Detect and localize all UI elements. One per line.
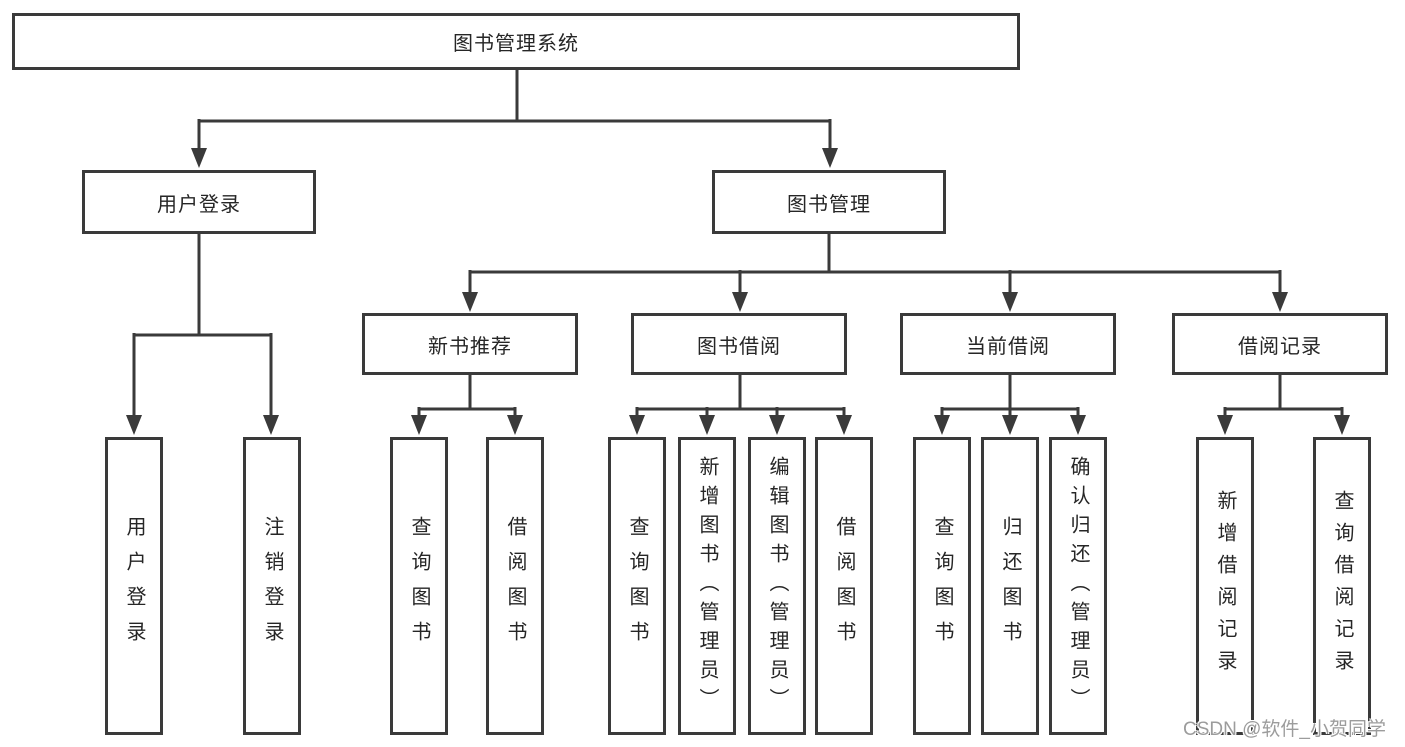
node-label: 编辑图书（管理员） [766, 455, 788, 717]
node-label: 借阅图书 [504, 516, 526, 656]
node-label: 借阅图书 [833, 516, 855, 656]
node-label: 注销登录 [261, 516, 283, 656]
node-query-books: 查询图书 [608, 437, 666, 735]
node-label: 用户登录 [157, 193, 241, 216]
csdn-watermark: CSDN @软件_小贺同学 [1183, 719, 1386, 740]
node-label: 查询图书 [931, 516, 953, 656]
node-label: 当前借阅 [966, 335, 1050, 358]
node-label: 查询借阅记录 [1331, 490, 1353, 682]
node-add-books-admin: 新增图书（管理员） [678, 437, 736, 735]
node-borrow-books: 借阅图书 [815, 437, 873, 735]
node-logout: 注销登录 [243, 437, 301, 735]
node-query-borrow-record: 查询借阅记录 [1313, 437, 1371, 735]
node-label: 用户登录 [123, 516, 145, 656]
node-edit-books-admin: 编辑图书（管理员） [748, 437, 806, 735]
node-label: 图书借阅 [697, 335, 781, 358]
node-label: 图书管理系统 [453, 33, 579, 55]
node-user-login: 用户登录 [105, 437, 163, 735]
node-label: 新书推荐 [428, 335, 512, 358]
node-label: 归还图书 [999, 516, 1021, 656]
node-label: 图书管理 [787, 193, 871, 216]
node-label: 借阅记录 [1238, 335, 1322, 358]
node-user-login-branch: 用户登录 [82, 170, 316, 234]
node-label: 新增借阅记录 [1214, 490, 1236, 682]
node-borrow-records: 借阅记录 [1172, 313, 1388, 375]
node-query-books: 查询图书 [390, 437, 448, 735]
node-label: 确认归还（管理员） [1067, 455, 1089, 717]
node-book-management-branch: 图书管理 [712, 170, 946, 234]
node-book-borrow: 图书借阅 [631, 313, 847, 375]
node-query-books: 查询图书 [913, 437, 971, 735]
node-borrow-books: 借阅图书 [486, 437, 544, 735]
node-new-book-recommend: 新书推荐 [362, 313, 578, 375]
node-current-borrow: 当前借阅 [900, 313, 1116, 375]
node-return-books: 归还图书 [981, 437, 1039, 735]
node-library-management-system: 图书管理系统 [12, 13, 1020, 70]
node-confirm-return-admin: 确认归还（管理员） [1049, 437, 1107, 735]
node-add-borrow-record: 新增借阅记录 [1196, 437, 1254, 735]
arrowheads [126, 148, 1350, 435]
node-label: 新增图书（管理员） [696, 455, 718, 717]
node-label: 查询图书 [626, 516, 648, 656]
node-label: 查询图书 [408, 516, 430, 656]
